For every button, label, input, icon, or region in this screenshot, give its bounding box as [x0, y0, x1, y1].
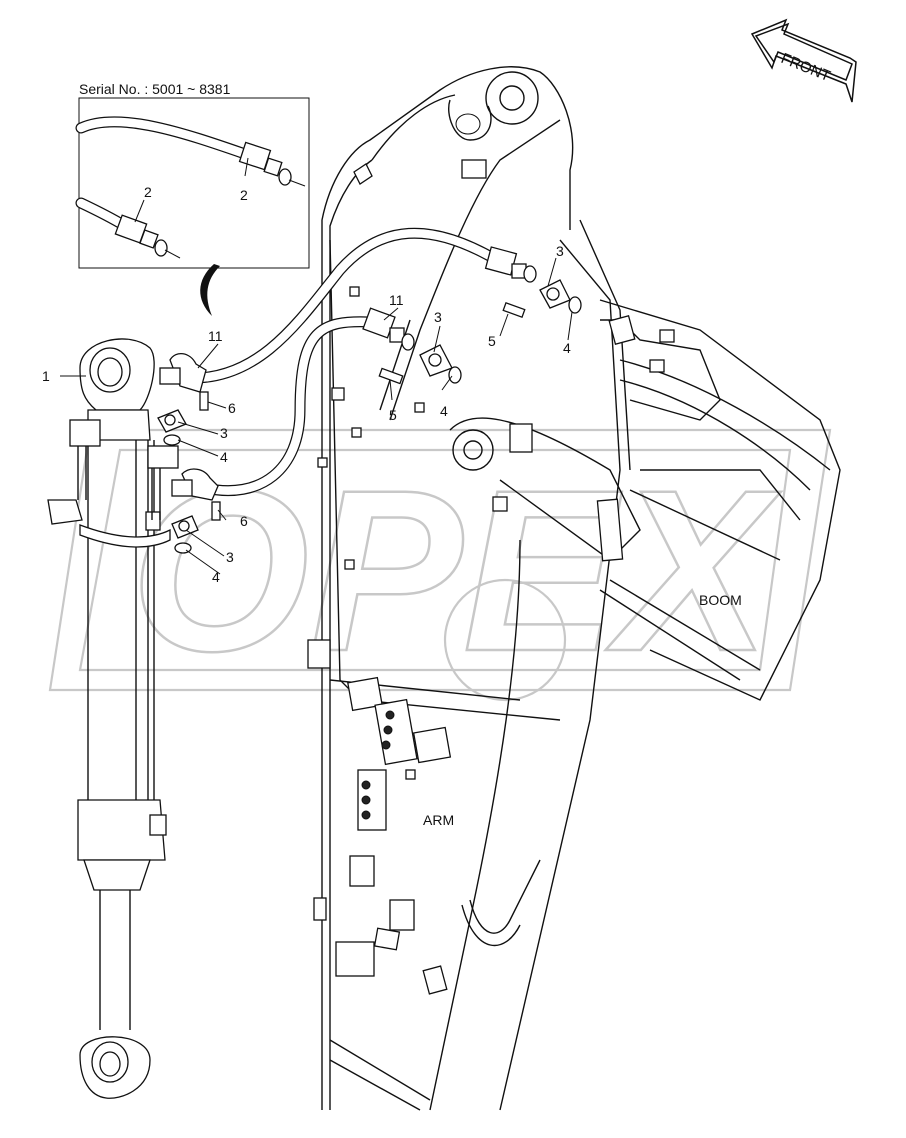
arm-structure [307, 66, 841, 1111]
callout-3c: 3 [220, 425, 228, 441]
front-arrow-icon [750, 18, 857, 103]
callout-3a: 3 [556, 243, 564, 259]
callout-1: 1 [42, 368, 50, 384]
opex-watermark: OPEX [48, 428, 832, 702]
clamp-block-2 [357, 769, 387, 831]
callout-4d: 4 [212, 569, 220, 585]
callout-6a: 6 [228, 400, 236, 416]
hydraulic-hoses [184, 227, 506, 497]
pointer-arrow [200, 264, 220, 316]
callout-2a: 2 [240, 187, 248, 203]
callout-6b: 6 [240, 513, 248, 529]
serial-inset [75, 97, 310, 269]
callout-11a: 11 [389, 292, 404, 308]
clamp-block-1 [374, 698, 418, 766]
callout-3d: 3 [226, 549, 234, 565]
callout-4c: 4 [220, 449, 228, 465]
callout-5b: 5 [389, 407, 397, 423]
watermark-text: OPEX [130, 442, 781, 699]
arm-label: ARM [423, 812, 454, 828]
callout-11b: 11 [208, 328, 223, 344]
callout-4b: 4 [440, 403, 448, 419]
fittings [157, 246, 582, 554]
serial-number-label: Serial No. : 5001 ~ 8381 [79, 81, 231, 97]
leader-lines [60, 257, 573, 575]
arm-cylinder [47, 338, 179, 1099]
boom-label: BOOM [699, 592, 742, 608]
callout-5a: 5 [488, 333, 496, 349]
callout-4a: 4 [563, 340, 571, 356]
callout-3b: 3 [434, 309, 442, 325]
callout-2b: 2 [144, 184, 152, 200]
